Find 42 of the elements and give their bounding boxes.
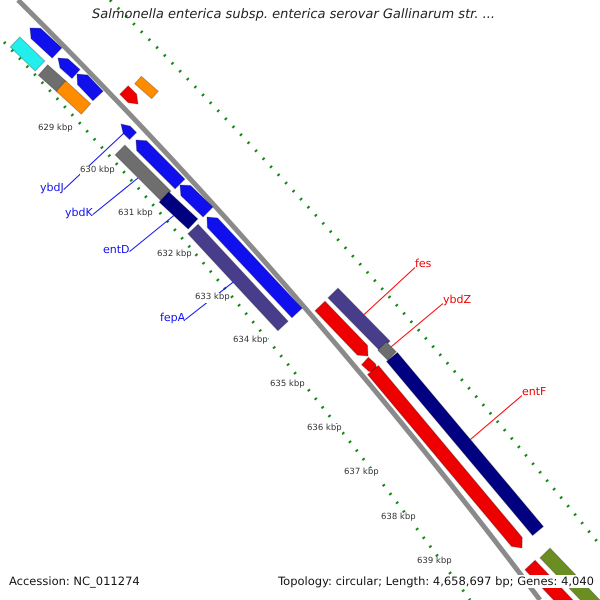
gene-label: fepA — [160, 312, 186, 325]
leader-line — [390, 303, 444, 348]
gene-bar — [10, 36, 46, 72]
gene-bar — [377, 341, 397, 361]
gene-bar — [56, 80, 92, 115]
leader-line — [470, 395, 522, 440]
gene-bar — [38, 64, 68, 93]
footer-text: Topology: circular; Length: 4,658,697 bp; Genes: 4,040 — [278, 575, 594, 588]
gene-feature — [179, 184, 214, 218]
gene-label: ybdK — [65, 207, 93, 220]
gene-label: fes — [415, 258, 432, 271]
tick-label: 629 kbp — [38, 124, 73, 134]
tick-label: 632 kbp — [157, 250, 192, 260]
tick-label: 634 kbp — [233, 336, 268, 346]
tick-label: 631 kbp — [118, 209, 153, 219]
gene-feature — [119, 85, 139, 105]
tick-label: 633 kbp — [195, 293, 230, 303]
gene-label: entD — [103, 244, 130, 257]
gene-feature — [120, 123, 138, 140]
gene-label: entF — [522, 386, 546, 399]
gene-bar — [158, 191, 198, 230]
gene-label: ybdZ — [443, 294, 472, 307]
gene-feature — [76, 73, 104, 102]
gene-feature — [314, 300, 369, 357]
tick-label: 638 kbp — [381, 513, 416, 523]
gene-bar — [134, 76, 159, 100]
tick-label: 637 kbp — [344, 468, 379, 478]
leader-line — [364, 267, 416, 316]
leader-line — [63, 133, 124, 190]
tick-label: 630 kbp — [80, 166, 115, 176]
title: Salmonella enterica subsp. enterica serovar Gallinarum str. ... — [92, 8, 495, 23]
leader-line — [129, 215, 174, 252]
gene-feature — [135, 139, 186, 190]
tick-label: 639 kbp — [417, 557, 452, 567]
gene-feature — [29, 27, 62, 59]
tick-label: 635 kbp — [270, 380, 305, 390]
tick-label: 636 kbp — [307, 424, 342, 434]
gene-bar — [114, 144, 172, 202]
gene-bar — [327, 287, 391, 352]
gene-label: ybdJ — [40, 182, 64, 195]
leader-line — [92, 177, 139, 216]
footer-text: Accession: NC_011274 — [9, 575, 140, 588]
